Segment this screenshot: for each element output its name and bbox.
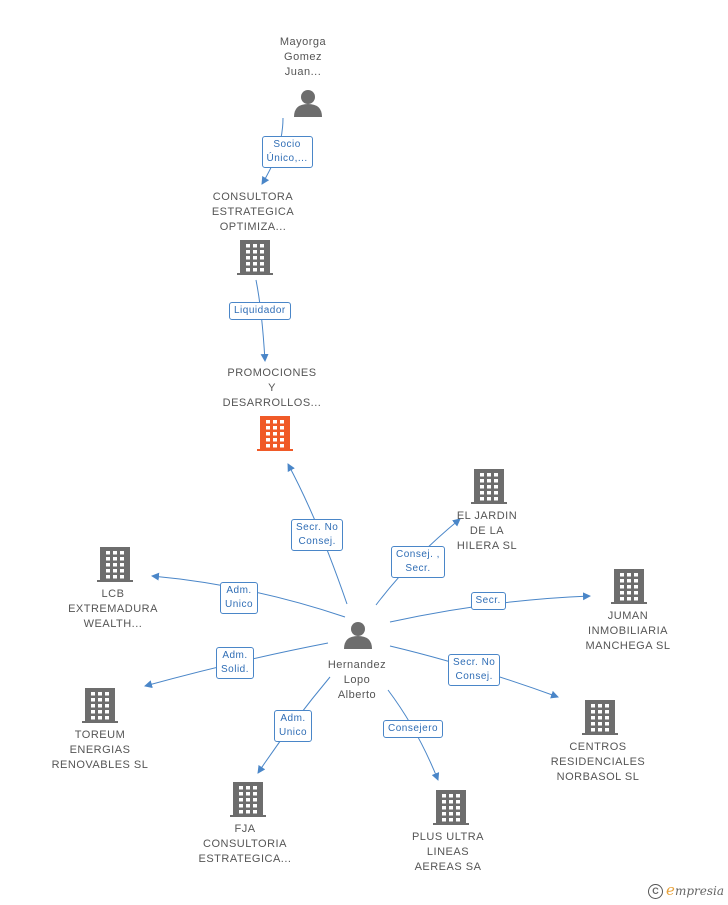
- plusultra-building-icon[interactable]: [433, 790, 469, 825]
- node-label-line: ENERGIAS: [69, 744, 131, 756]
- node-label-line: PLUS ULTRA: [411, 831, 485, 843]
- edge-label-hernandez-plusultra[interactable]: Consejero: [383, 720, 444, 738]
- eljardin-building-icon[interactable]: [471, 469, 507, 504]
- edge-label-line: Solid.: [221, 664, 250, 675]
- toreum-building-icon[interactable]: [82, 688, 118, 723]
- node-label-line: Y: [268, 382, 276, 394]
- copyright-icon: C: [648, 884, 664, 899]
- node-label-line: AEREAS SA: [414, 861, 482, 873]
- edge-label-line: Único,...: [266, 153, 308, 164]
- node-label-line: Lopo: [343, 674, 371, 686]
- node-label-line: CENTROS: [569, 741, 627, 753]
- node-label-line: HILERA SL: [456, 540, 518, 552]
- node-label-line: PROMOCIONES: [227, 367, 317, 379]
- edge-label-line: Consejero: [388, 723, 439, 734]
- node-label-line: RENOVABLES SL: [51, 759, 149, 771]
- centros-building-icon[interactable]: [582, 700, 618, 735]
- node-label-line: TOREUM: [74, 729, 126, 741]
- edge-label-hernandez-toreum[interactable]: Adm. Solid.: [216, 647, 255, 679]
- edge-consultora-promociones: [255, 279, 269, 362]
- edge-label-line: Secr. No: [453, 657, 496, 668]
- node-label-line: Mayorga: [279, 36, 327, 48]
- edge-label-line: Adm.: [222, 650, 248, 661]
- fja-building-icon[interactable]: [230, 782, 266, 817]
- node-label-centros[interactable]: CENTROS RESIDENCIALES NORBASOL SL: [528, 740, 668, 785]
- node-label-line: Juan...: [284, 66, 322, 78]
- node-label-line: Alberto: [337, 689, 377, 701]
- lcb-building-icon[interactable]: [97, 547, 133, 582]
- node-label-line: Hernandez: [327, 659, 387, 671]
- edge-label-line: Socio: [273, 139, 301, 150]
- node-label-line: EL JARDIN: [456, 510, 518, 522]
- edge-label-hernandez-fja[interactable]: Adm. Unico: [274, 710, 313, 742]
- node-label-lcb[interactable]: LCB EXTREMADURA WEALTH...: [43, 587, 183, 632]
- node-label-line: DESARROLLOS...: [222, 397, 322, 409]
- node-label-line: NORBASOL SL: [556, 771, 640, 783]
- edge-label-hernandez-lcb[interactable]: Adm. Unico: [220, 582, 259, 614]
- node-label-line: MANCHEGA SL: [585, 640, 671, 652]
- node-label-line: JUMAN: [607, 610, 649, 622]
- node-label-line: WEALTH...: [83, 618, 143, 630]
- node-label-promociones[interactable]: PROMOCIONES Y DESARROLLOS...: [202, 366, 342, 411]
- node-label-line: CONSULTORIA: [203, 838, 287, 850]
- juman-building-icon[interactable]: [611, 569, 647, 604]
- edge-label-line: Secr. No: [296, 522, 339, 533]
- node-label-consultora[interactable]: CONSULTORA ESTRATEGICA OPTIMIZA...: [183, 190, 323, 235]
- edge-label-hernandez-centros[interactable]: Secr. No Consej.: [448, 654, 501, 686]
- node-label-line: FJA: [234, 823, 256, 835]
- edge-label-line: Consej.: [298, 536, 336, 547]
- promociones-building-icon[interactable]: [257, 416, 293, 451]
- node-label-eljardin[interactable]: EL JARDIN DE LA HILERA SL: [417, 509, 557, 554]
- node-label-juman[interactable]: JUMAN INMOBILIARIA MANCHEGA SL: [558, 609, 698, 654]
- edge-label-line: Secr.: [475, 595, 501, 606]
- node-label-line: Gomez: [284, 51, 322, 63]
- edge-label-line: Adm.: [226, 585, 252, 596]
- edge-label-line: Consej. ,: [396, 549, 440, 560]
- edge-label-hernandez-eljardin[interactable]: Consej. , Secr.: [391, 546, 445, 578]
- edge-label-line: Unico: [279, 727, 308, 738]
- node-label-line: OPTIMIZA...: [219, 221, 287, 233]
- node-label-line: RESIDENCIALES: [550, 756, 646, 768]
- edge-label-line: Consej.: [455, 671, 493, 682]
- mayorga-person-icon[interactable]: [294, 90, 322, 117]
- edge-label-hernandez-promociones[interactable]: Secr. No Consej.: [291, 519, 344, 551]
- node-label-line: LCB: [101, 588, 125, 600]
- node-label-toreum[interactable]: TOREUM ENERGIAS RENOVABLES SL: [30, 728, 170, 773]
- consultora-building-icon[interactable]: [237, 240, 273, 275]
- node-label-line: INMOBILIARIA: [588, 625, 668, 637]
- edge-label-line: Unico: [225, 599, 254, 610]
- node-label-line: DE LA: [469, 525, 505, 537]
- edge-label-hernandez-juman[interactable]: Secr.: [470, 592, 506, 610]
- node-label-line: CONSULTORA: [212, 191, 294, 203]
- edge-label-line: Liquidador: [234, 305, 286, 316]
- node-label-line: ESTRATEGICA: [211, 206, 295, 218]
- node-label-plusultra[interactable]: PLUS ULTRA LINEAS AEREAS SA: [378, 830, 518, 875]
- hernandez-person-icon[interactable]: [344, 622, 372, 649]
- node-label-line: LINEAS: [426, 846, 470, 858]
- node-label-line: EXTREMADURA: [68, 603, 158, 615]
- node-label-fja[interactable]: FJA CONSULTORIA ESTRATEGICA...: [175, 822, 315, 867]
- node-label-line: ESTRATEGICA...: [198, 853, 292, 865]
- edge-label-line: Secr.: [405, 563, 431, 574]
- edge-label-line: Adm.: [280, 713, 306, 724]
- edge-label-consultora-promociones[interactable]: Liquidador: [229, 302, 291, 320]
